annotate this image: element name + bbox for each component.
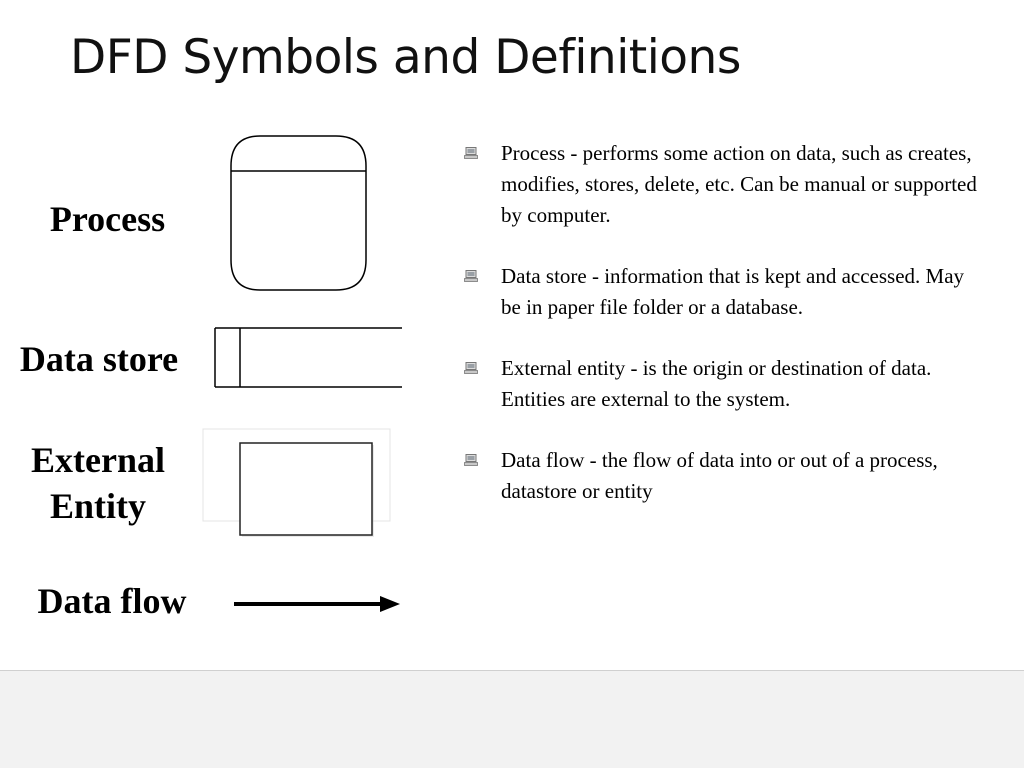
- slide-title: DFD Symbols and Definitions: [70, 30, 741, 85]
- shadowed-square-entity-shape-icon: [202, 428, 391, 537]
- external-entity-label-text: External Entity: [31, 440, 165, 526]
- definition-data-store: Data store - information that is kept an…: [501, 264, 965, 319]
- computer-icon: [464, 147, 478, 159]
- open-ended-data-store-shape-icon: [214, 327, 402, 388]
- rounded-process-shape-icon: [230, 135, 367, 291]
- computer-icon: [464, 270, 478, 282]
- list-item: Data store - information that is kept an…: [462, 261, 982, 323]
- definition-process: Process - performs some action on data, …: [501, 141, 977, 227]
- slide: DFD Symbols and Definitions Process Data…: [0, 0, 1024, 671]
- process-label: Process: [49, 199, 166, 239]
- data-flow-label: Data flow: [37, 581, 187, 621]
- definitions-list: Process - performs some action on data, …: [462, 138, 982, 537]
- definition-data-flow: Data flow - the flow of data into or out…: [501, 448, 938, 503]
- right-arrow-icon: [234, 596, 400, 612]
- computer-icon: [464, 362, 478, 374]
- data-store-label: Data store: [19, 339, 179, 379]
- list-item: External entity - is the origin or desti…: [462, 353, 982, 415]
- list-item: Process - performs some action on data, …: [462, 138, 982, 231]
- definition-external-entity: External entity - is the origin or desti…: [501, 356, 932, 411]
- computer-icon: [464, 454, 478, 466]
- list-item: Data flow - the flow of data into or out…: [462, 445, 982, 507]
- external-entity-label: External Entity: [10, 437, 186, 529]
